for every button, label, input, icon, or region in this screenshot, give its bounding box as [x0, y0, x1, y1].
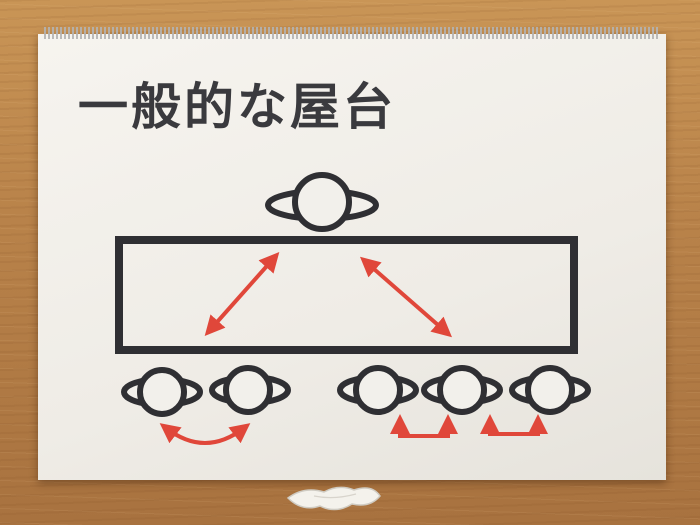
arrow-customers-bracket	[390, 414, 458, 438]
arrow-customers-curve	[159, 423, 251, 445]
customer-head	[121, 367, 203, 417]
stall-counter	[115, 236, 578, 354]
arrow-customers-bracket	[480, 414, 548, 436]
customer-head	[209, 365, 291, 415]
page-title: 一般的な屋台	[78, 78, 396, 136]
customer-head	[509, 365, 591, 415]
customer-head	[421, 365, 503, 415]
arrow-vendor-left	[204, 252, 280, 336]
binder-clip	[286, 486, 381, 511]
vendor-head	[265, 172, 379, 232]
customer-head	[337, 365, 419, 415]
arrow-vendor-right	[359, 256, 453, 338]
spiral-binding	[44, 27, 660, 39]
